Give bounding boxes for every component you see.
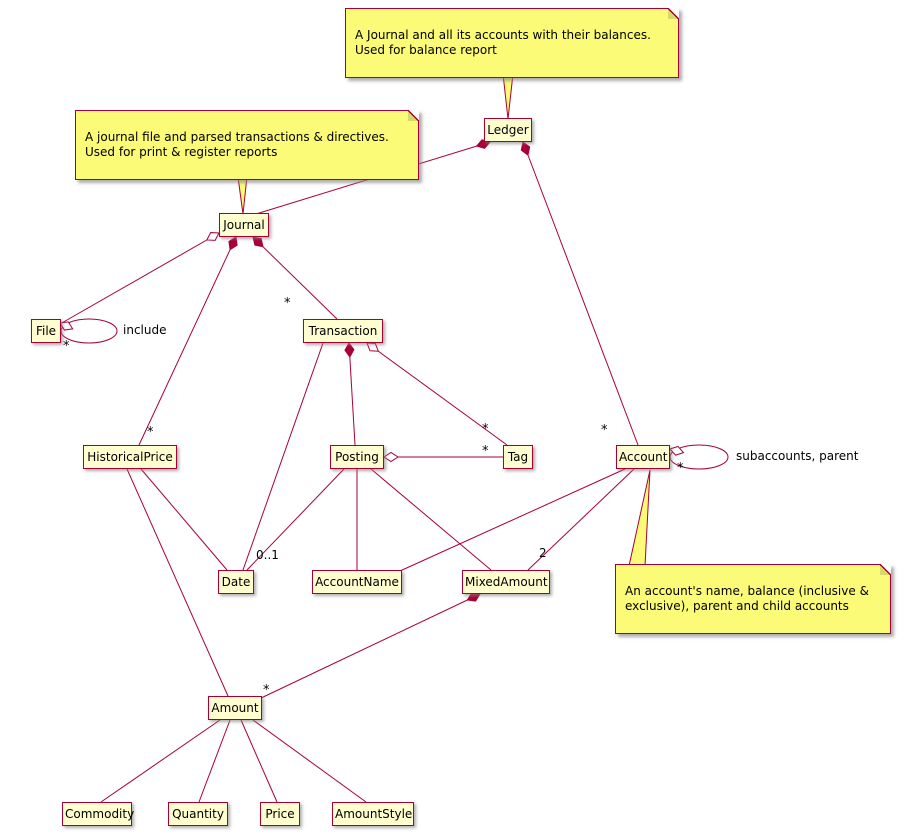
edge-ledger-account (522, 141, 639, 446)
class-ledger-label: Ledger (487, 123, 529, 137)
note-fold-icon (880, 564, 891, 575)
edge-historicalprice-date (140, 468, 228, 571)
edge-account-self-loop (669, 444, 729, 470)
edge-journal-file (59, 232, 220, 325)
class-commodity-label: Commodity (65, 807, 135, 821)
diamond-composition-transaction-posting (344, 342, 355, 358)
mult-account-self: * (677, 461, 684, 476)
class-mixedamount: MixedAmount (462, 570, 550, 594)
mult-posting-tag: * (482, 444, 489, 459)
class-accountname: AccountName (312, 570, 402, 594)
edge-transaction-date (242, 342, 324, 571)
note-ledger: A Journal and all its accounts with thei… (345, 8, 679, 78)
note-account-text: An account's name, balance (inclusive & … (625, 584, 869, 613)
diamond-aggregation-account-self (669, 445, 685, 456)
class-amountstyle-label: AmountStyle (335, 807, 413, 821)
label-account-self: subaccounts, parent (736, 449, 859, 463)
mult-file-self: * (63, 339, 70, 354)
note-journal: A journal file and parsed transactions &… (75, 110, 419, 180)
class-tag-label: Tag (507, 450, 529, 464)
class-quantity-label: Quantity (172, 807, 224, 821)
edge-amount-commodity (100, 719, 221, 803)
diamond-composition-journal-transaction (252, 236, 264, 248)
diamond-aggregation-posting-tag (383, 451, 399, 463)
class-quantity: Quantity (168, 802, 228, 826)
class-ledger: Ledger (484, 118, 532, 142)
mult-transaction-tag: * (482, 422, 489, 437)
class-account: Account (616, 445, 670, 469)
diamond-aggregation-transaction-tag (366, 342, 380, 352)
diamond-composition-journal-historicalprice (228, 236, 238, 251)
diamond-aggregation-file-self (59, 321, 74, 331)
mult-journal-historicalprice: * (147, 425, 154, 440)
mult-account-mixedamount: 2 (539, 546, 547, 560)
edge-file-self-loop (60, 318, 118, 344)
edge-transaction-tag (366, 342, 508, 446)
class-file-label: File (35, 324, 57, 338)
label-file-self-include: include (123, 323, 167, 337)
edge-amount-price (240, 719, 278, 803)
class-amount-label: Amount (211, 701, 259, 715)
class-amount: Amount (208, 696, 262, 720)
class-tag: Tag (503, 445, 533, 469)
edge-account-mixedamount (527, 468, 635, 571)
note-account: An account's name, balance (inclusive & … (615, 564, 891, 634)
class-historicalprice-label: HistoricalPrice (87, 450, 173, 464)
edge-transaction-posting (348, 342, 356, 446)
note-journal-text: A journal file and parsed transactions &… (85, 130, 389, 159)
note-connector-account (628, 469, 651, 567)
class-date: Date (218, 570, 254, 594)
diamond-composition-ledger-account (520, 141, 531, 156)
mult-posting-date: 0..1 (256, 548, 279, 562)
edge-account-accountname (399, 468, 626, 572)
class-posting-label: Posting (335, 450, 379, 464)
edge-posting-date (246, 468, 345, 571)
class-commodity: Commodity (62, 802, 135, 826)
class-accountname-label: AccountName (315, 575, 399, 589)
mult-ledger-account: * (601, 423, 608, 438)
diamond-aggregation-journal-file (206, 232, 220, 241)
class-price-label: Price (265, 807, 295, 821)
class-amountstyle: AmountStyle (332, 802, 414, 826)
note-fold-icon (408, 110, 419, 121)
class-historicalprice: HistoricalPrice (83, 445, 177, 469)
edge-journal-transaction (252, 236, 338, 320)
edge-amount-amountstyle (252, 719, 367, 803)
class-price: Price (260, 802, 300, 826)
class-posting: Posting (330, 445, 384, 469)
class-transaction-label: Transaction (308, 324, 378, 338)
class-mixedamount-label: MixedAmount (465, 575, 548, 589)
edge-posting-mixedamount (370, 468, 492, 571)
note-fold-icon (668, 8, 679, 19)
class-journal-label: Journal (223, 218, 265, 232)
class-transaction: Transaction (303, 319, 383, 343)
class-journal: Journal (219, 213, 269, 237)
edge-amount-quantity (198, 719, 231, 803)
class-date-label: Date (221, 575, 251, 589)
edge-mixedamount-amount (258, 593, 481, 700)
edge-journal-historicalprice (138, 236, 237, 446)
mult-mixedamount-amount: * (263, 683, 270, 698)
class-account-label: Account (619, 450, 668, 464)
note-ledger-text: A Journal and all its accounts with thei… (355, 28, 651, 57)
class-file: File (31, 319, 61, 343)
edge-historicalprice-amount (126, 468, 229, 697)
mult-journal-transaction: * (284, 296, 291, 311)
